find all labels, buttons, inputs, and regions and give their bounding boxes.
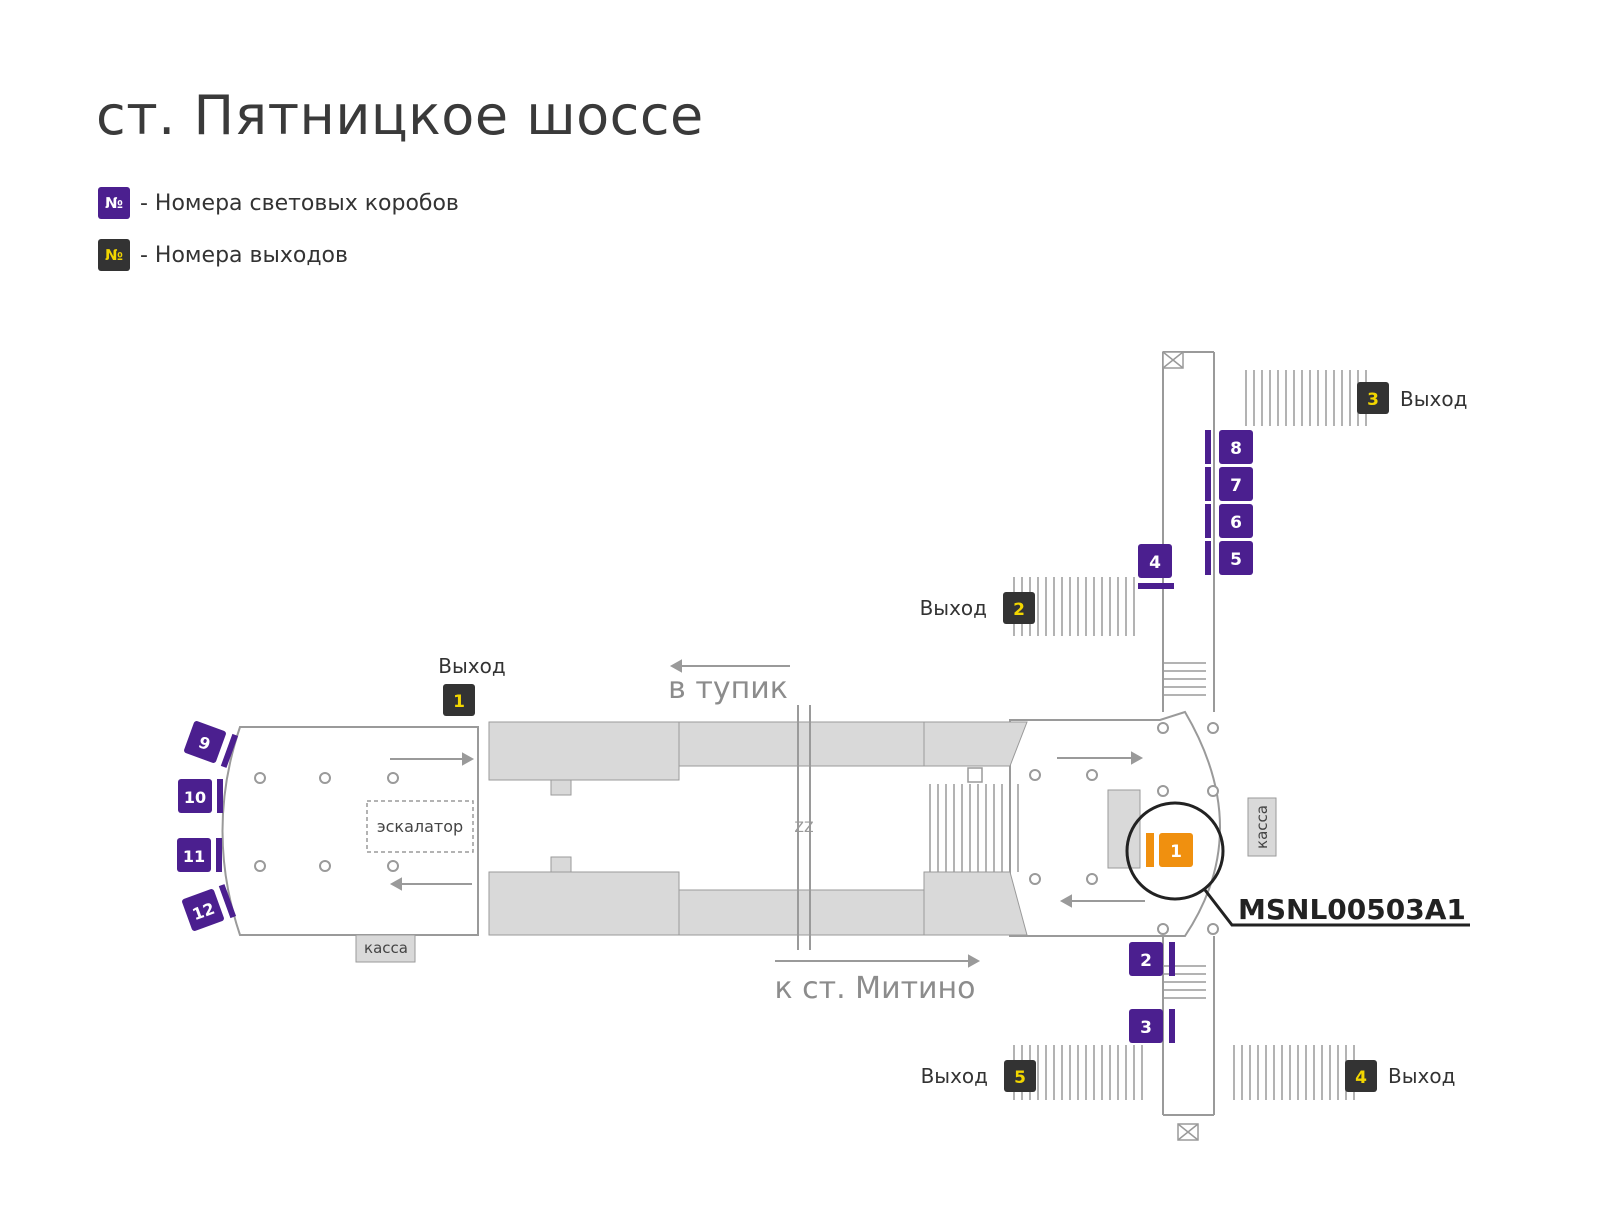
- legend-lightboxes-text: - Номера световых коробов: [140, 190, 459, 216]
- exit-4: 4 Выход: [1345, 1060, 1455, 1092]
- lightbox-5: 5: [1205, 541, 1253, 575]
- exit-2: Выход 2: [920, 592, 1035, 624]
- exit-3-label: Выход: [1400, 387, 1467, 411]
- lightbox-8: 8: [1205, 430, 1253, 464]
- exit-5-number: 5: [1014, 1068, 1026, 1088]
- lightbox-6-number: 6: [1230, 513, 1242, 533]
- page-title: ст. Пятницкое шоссе: [96, 84, 704, 147]
- stairs: [929, 370, 1367, 1100]
- cashier-east: касса: [1247, 797, 1277, 857]
- lightbox-5-number: 5: [1230, 550, 1242, 570]
- exit-4-number: 4: [1355, 1068, 1367, 1088]
- escalator: эскалатор: [366, 800, 474, 853]
- direction-mitino: к ст. Митино: [774, 971, 975, 1006]
- lightbox-4-number: 4: [1149, 553, 1161, 573]
- exit-5: Выход 5: [921, 1060, 1036, 1092]
- lightbox-12: 12: [182, 884, 237, 931]
- lightbox-2-number: 2: [1140, 951, 1152, 971]
- exit-1-number: 1: [453, 692, 465, 712]
- vent-markers: [967, 351, 1199, 1141]
- lightbox-4: 4: [1138, 544, 1174, 589]
- cashier-east-label: касса: [1253, 805, 1271, 849]
- lightbox-10: 10: [178, 779, 223, 813]
- legend-exits: № - Номера выходов: [98, 239, 348, 271]
- exit-4-label: Выход: [1388, 1064, 1455, 1088]
- cashier-west: касса: [355, 934, 416, 963]
- lightbox-7-number: 7: [1230, 476, 1242, 496]
- legend-exits-text: - Номера выходов: [140, 242, 348, 268]
- lightbox-7: 7: [1205, 467, 1253, 501]
- lightbox-11: 11: [177, 838, 222, 872]
- lightbox-11-number: 11: [183, 847, 205, 866]
- exit-1: Выход 1: [438, 654, 506, 716]
- exit-3: 3 Выход: [1357, 382, 1467, 414]
- lightbox-legend-badge: №: [98, 187, 130, 219]
- lightbox-3-number: 3: [1140, 1018, 1152, 1038]
- lightbox-6: 6: [1205, 504, 1253, 538]
- legend-lightboxes: № - Номера световых коробов: [98, 187, 459, 219]
- featured-code: MSNL00503A1: [1238, 893, 1466, 926]
- cashier-west-label: касса: [364, 939, 408, 957]
- lightbox-2: 2: [1129, 942, 1175, 976]
- platform-blocks: [488, 721, 1141, 936]
- direction-deadend: в тупик: [668, 671, 788, 706]
- lightbox-9: 9: [184, 721, 239, 768]
- exit-2-number: 2: [1013, 600, 1025, 620]
- lightbox-3: 3: [1129, 1009, 1175, 1043]
- featured-lightbox: 1 MSNL00503A1: [1125, 801, 1470, 927]
- exit-5-label: Выход: [921, 1064, 988, 1088]
- featured-box-number: 1: [1170, 842, 1182, 862]
- track-break: [797, 705, 811, 950]
- escalator-label: эскалатор: [377, 817, 463, 836]
- break-mark: ZZ: [794, 820, 813, 836]
- lightbox-10-number: 10: [184, 788, 206, 807]
- columns: [254, 722, 1219, 935]
- flow-arrows: [389, 659, 1145, 968]
- exit-2-label: Выход: [920, 596, 987, 620]
- exit-legend-badge: №: [98, 239, 130, 271]
- lightbox-8-number: 8: [1230, 439, 1242, 459]
- exit-3-number: 3: [1367, 390, 1379, 410]
- exit-1-label: Выход: [438, 654, 505, 678]
